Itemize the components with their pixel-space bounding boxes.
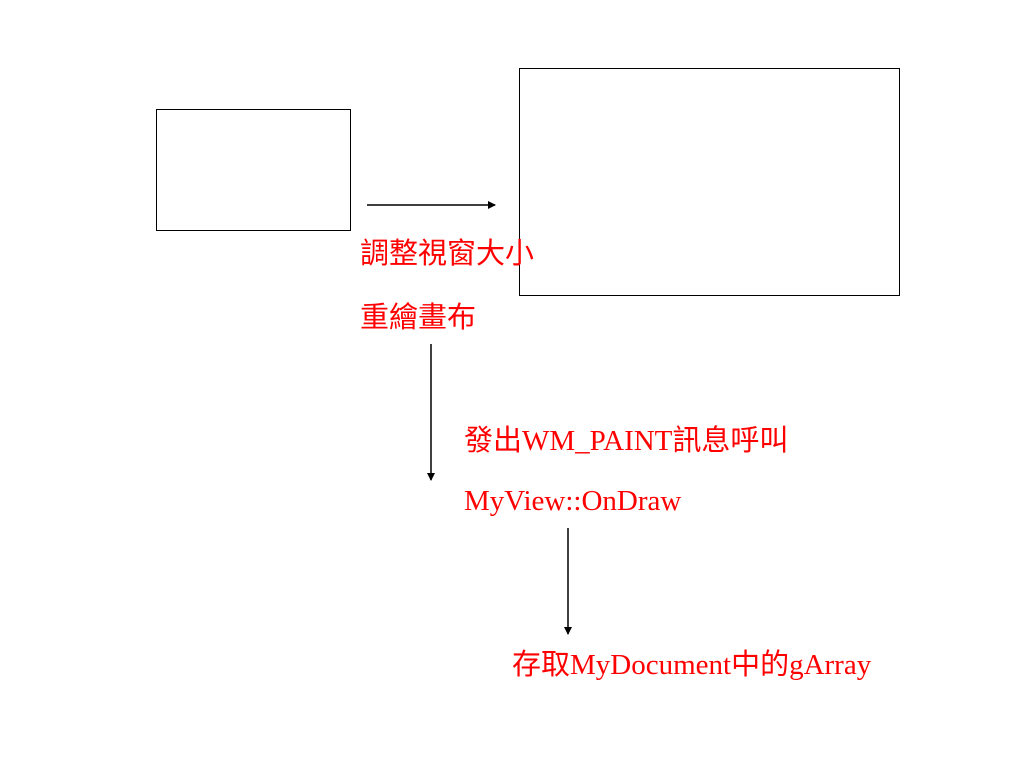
large-window-rect xyxy=(519,68,900,296)
access-garray-label: 存取MyDocument中的gArray xyxy=(512,649,872,681)
resize-window-label: 調整視窗大小 xyxy=(360,238,535,270)
ondraw-function-label: MyView::OnDraw xyxy=(464,485,682,517)
redraw-canvas-label: 重繪畫布 xyxy=(360,302,477,334)
wm-paint-message-label: 發出WM_PAINT訊息呼叫 xyxy=(464,425,789,457)
small-window-rect xyxy=(156,109,351,231)
